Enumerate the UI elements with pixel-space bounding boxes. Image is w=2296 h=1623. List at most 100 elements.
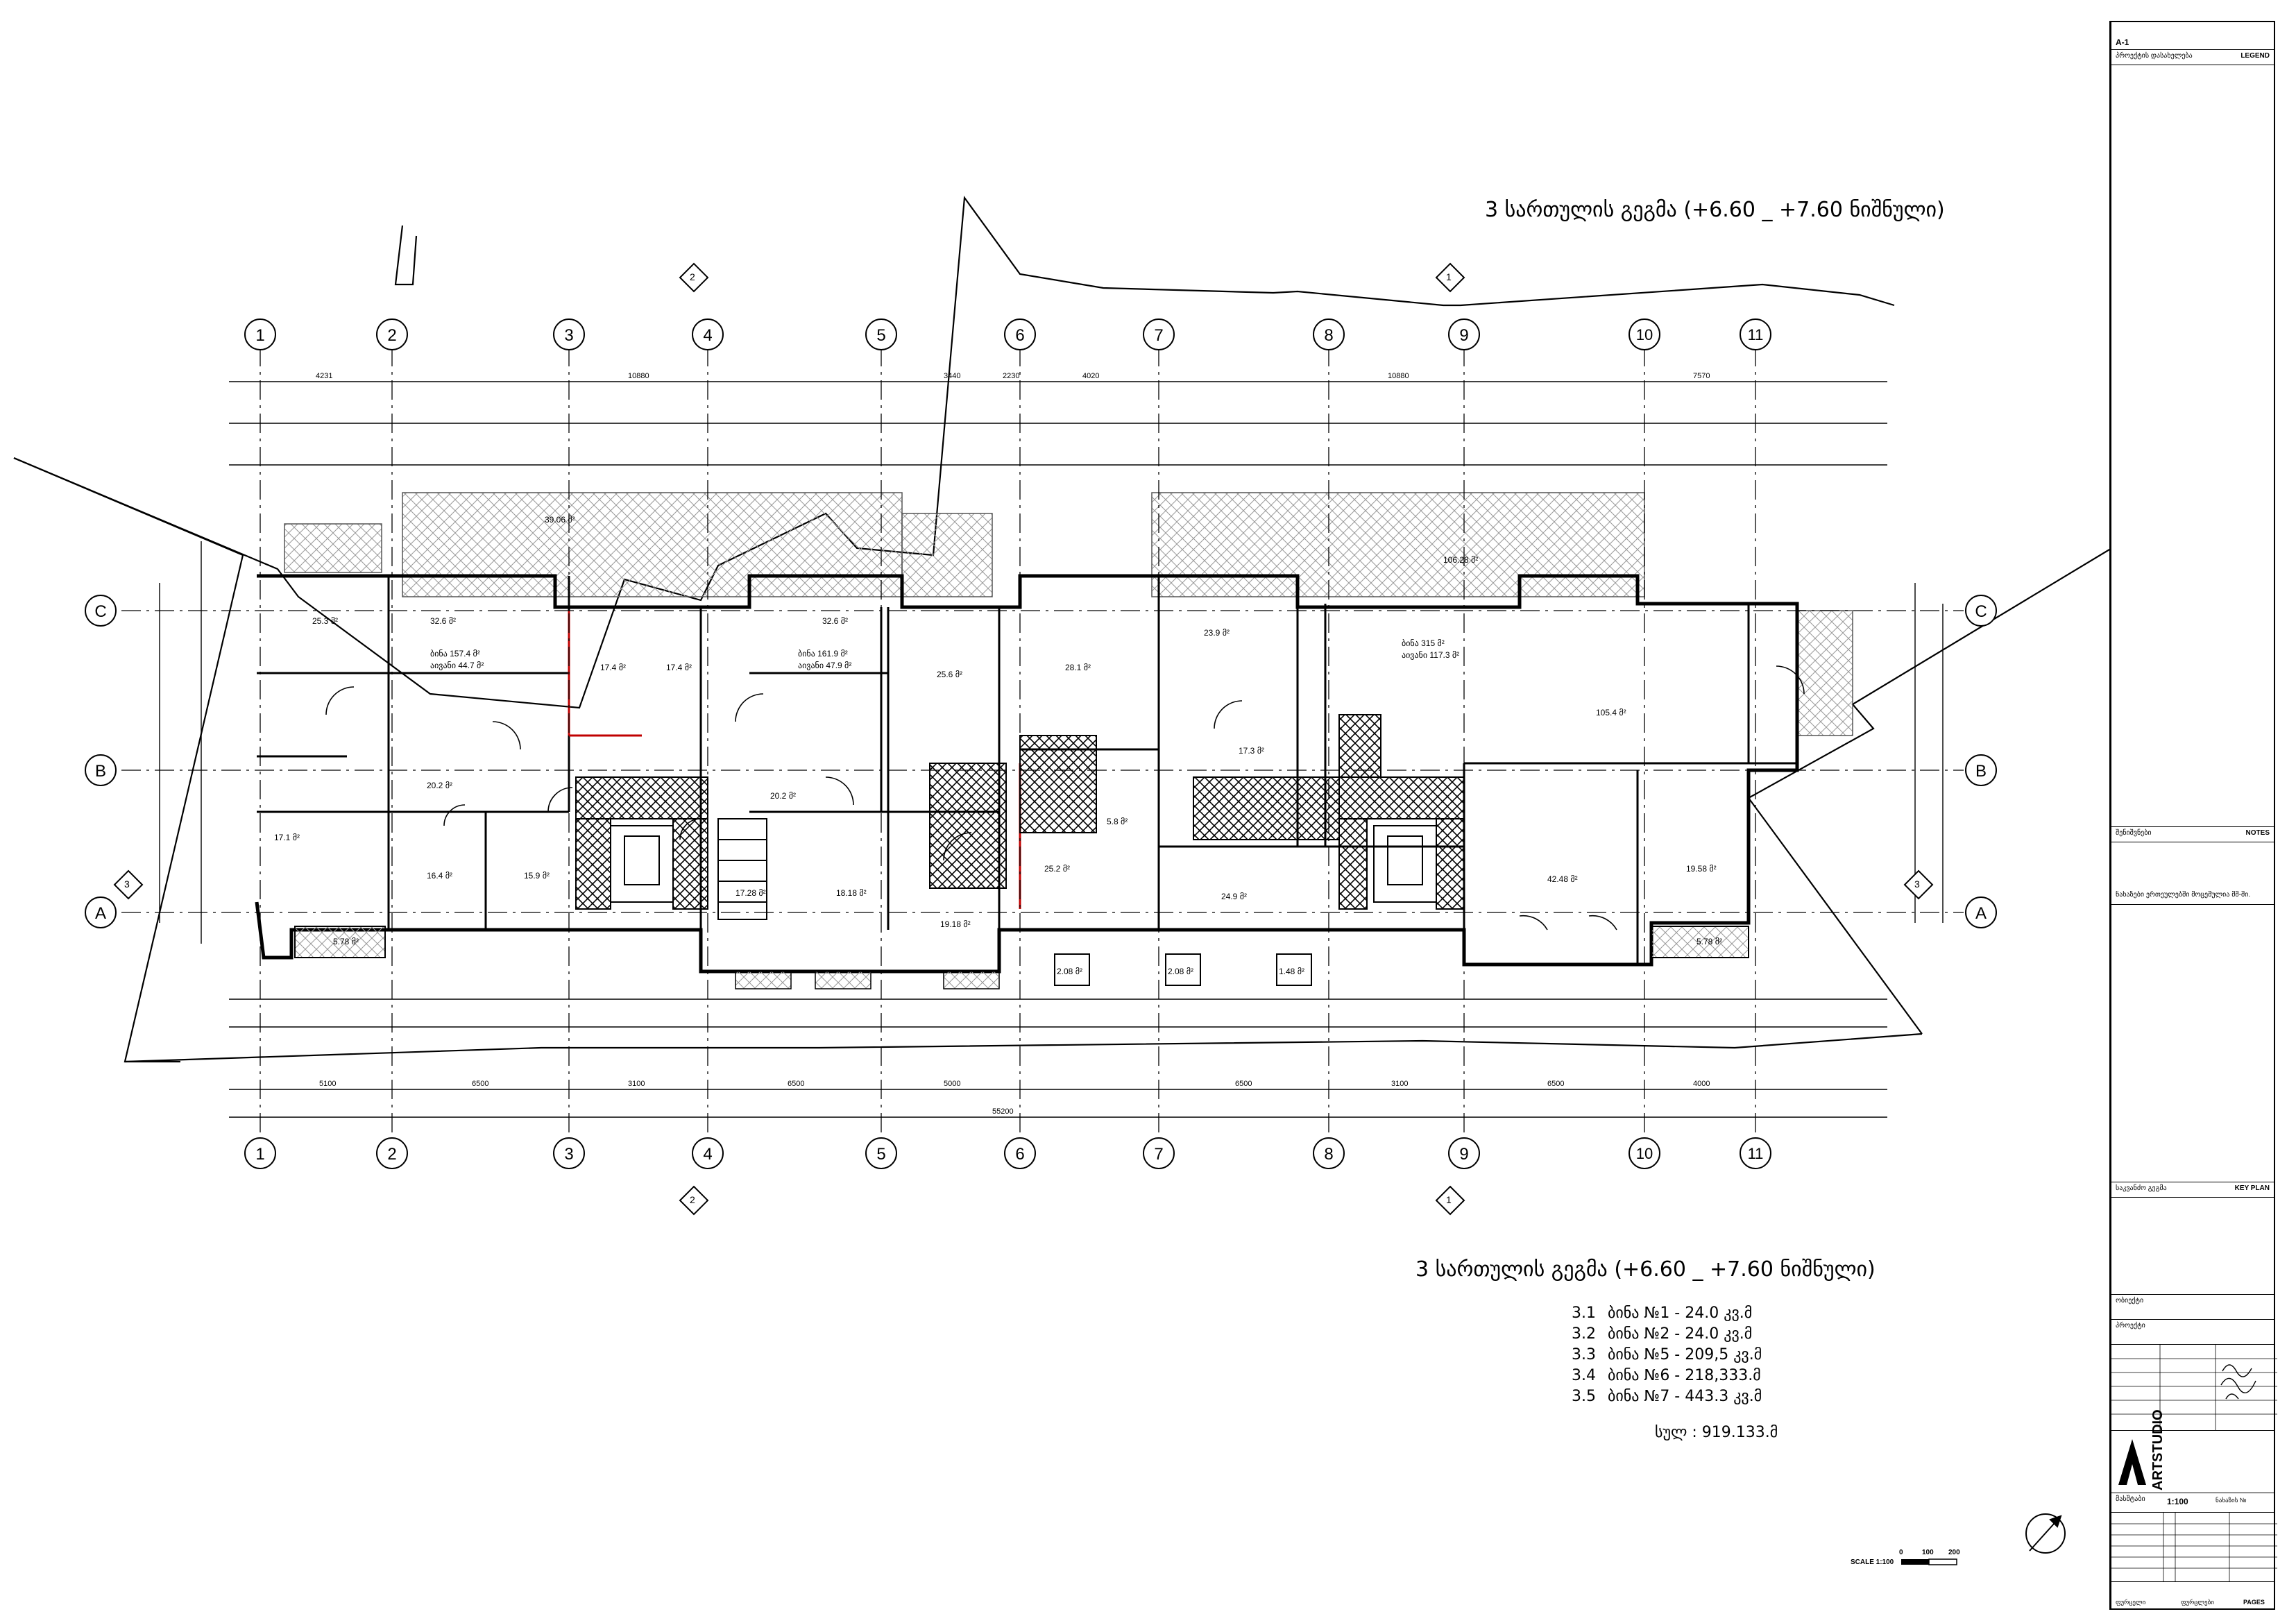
- room-area: 20.2 მ²: [427, 781, 452, 790]
- grid-label: 7: [1154, 326, 1164, 345]
- grid-label: 1: [255, 1145, 265, 1164]
- room-area: 5.78 მ²: [1697, 937, 1722, 946]
- grid-label: 10: [1635, 326, 1653, 343]
- dimension-label: 10880: [628, 372, 649, 380]
- title-block: A-1 პროექტის დასახელება LEGEND შენიშვნებ…: [2109, 21, 2277, 1610]
- tb-sheet-label: ნახაზის №: [2216, 1497, 2247, 1504]
- room-area: 25.3 მ²: [312, 616, 338, 626]
- revision-grid: [2111, 1513, 2277, 1582]
- tb-notes-blank: [2111, 905, 2274, 1182]
- site-boundary-top: [13, 195, 1895, 709]
- tb-bottom-right: PAGES: [2243, 1599, 2265, 1606]
- unit-number: 3.3: [1572, 1346, 1596, 1363]
- unit-number: 3.4: [1572, 1367, 1596, 1384]
- dimension-label: 3100: [1391, 1080, 1409, 1088]
- room-area: 16.4 მ²: [427, 871, 452, 881]
- tb-signatures: [2111, 1345, 2277, 1431]
- grid-label: 7: [1154, 1145, 1164, 1164]
- grid-label: A: [1975, 904, 1987, 923]
- dimension-label: 10880: [1388, 372, 1409, 380]
- tb-notes-area: ნახაზები ერთეულებში მოცემულია მმ-ში.: [2111, 842, 2274, 905]
- dimension-label: 5000: [944, 1080, 961, 1088]
- unit-text: ბინა №2 - 24.0 კვ.მ: [1608, 1325, 1753, 1343]
- dimension-label: 2230: [1003, 372, 1020, 380]
- tb-notes-row: შენიშვნები NOTES: [2111, 827, 2274, 842]
- tb-legend-row: პროექტის დასახელება LEGEND: [2111, 50, 2274, 65]
- grid-label: 10: [1635, 1145, 1653, 1162]
- room-area: 39.06 მ²: [545, 515, 575, 525]
- grid-label: 1: [255, 326, 265, 345]
- room-area: 20.2 მ²: [770, 791, 796, 801]
- grid-bubbles-rows: [85, 595, 1997, 928]
- grid-label: 3: [564, 1145, 574, 1164]
- grid-lines: [121, 347, 1964, 1138]
- balcony-strip: [1796, 610, 1853, 736]
- tb-bottom-row: ფურცელი ფურცლები PAGES: [2111, 1582, 2274, 1610]
- dimension-label: 4020: [1082, 372, 1100, 380]
- room-area: 15.9 მ²: [524, 871, 550, 881]
- dimension-label: 4000: [1693, 1080, 1710, 1088]
- grid-label: B: [94, 762, 106, 781]
- room-area: 28.1 მ²: [1065, 663, 1091, 672]
- room-area: 32.6 მ²: [430, 616, 456, 626]
- grid-label: 6: [1015, 1145, 1025, 1164]
- room-area: 2.08 მ²: [1057, 967, 1082, 976]
- dimension-label: 7570: [1693, 372, 1710, 380]
- room-area: აივანი 44.7 მ²: [430, 661, 484, 670]
- tb-project-label: პროექტი: [2116, 1322, 2145, 1329]
- room-area: 18.18 მ²: [836, 888, 867, 898]
- balcony-strip: [402, 492, 903, 597]
- floor-plan-drawing: [13, 195, 2109, 1565]
- grid-label: 8: [1324, 326, 1334, 345]
- room-area: 19.58 მ²: [1686, 864, 1717, 874]
- tb-legend-right: LEGEND: [2240, 52, 2270, 60]
- artstudio-logo-icon: [2118, 1439, 2146, 1485]
- grid-label: 5: [876, 326, 886, 345]
- tb-legend-area: [2111, 65, 2274, 827]
- scale-mark: 100: [1922, 1549, 1934, 1556]
- dimension-label: 6500: [1547, 1080, 1565, 1088]
- tb-notes-right: NOTES: [2245, 829, 2270, 837]
- tb-scale-value: 1:100: [2167, 1497, 2188, 1506]
- tb-notes-left: შენიშვნები: [2116, 829, 2152, 837]
- room-area: 19.18 მ²: [940, 919, 971, 929]
- room-area: 42.48 მ²: [1547, 874, 1578, 884]
- room-area: 1.48 მ²: [1279, 967, 1304, 976]
- room-area: 25.6 მ²: [937, 670, 962, 679]
- tb-keyplan-left: საკვანძო გეგმა: [2116, 1184, 2167, 1192]
- scale-mark: 0: [1899, 1549, 1903, 1556]
- tb-bottom-mid: ფურცლები: [2181, 1599, 2214, 1606]
- tb-legend-left: პროექტის დასახელება: [2116, 52, 2193, 60]
- total-area: სულ : 919.133.მ: [1655, 1424, 1778, 1441]
- site-boundary-top-left: [394, 225, 418, 286]
- site-boundary-left: [13, 457, 244, 1063]
- grid-label: 4: [703, 326, 713, 345]
- room-area: 17.3 მ²: [1239, 746, 1264, 756]
- grid-label: 5: [876, 1145, 886, 1164]
- small-balconies: [294, 926, 1749, 989]
- room-area: 17.28 მ²: [735, 888, 766, 898]
- scale-mark: 200: [1948, 1549, 1960, 1556]
- unit-text: ბინა №6 - 218,333.მ: [1608, 1367, 1761, 1384]
- section-mark-label: 2: [690, 271, 695, 282]
- grid-label: 6: [1015, 326, 1025, 345]
- grid-label: 8: [1324, 1145, 1334, 1164]
- section-mark-label: 1: [1446, 271, 1452, 282]
- dimension-label: 55200: [992, 1107, 1014, 1116]
- grid-label: 11: [1747, 1145, 1764, 1162]
- tb-keyplan-row: საკვანძო გეგმა KEY PLAN: [2111, 1182, 2274, 1198]
- tb-revisions: [2111, 1513, 2277, 1582]
- grid-label: C: [1975, 602, 1987, 621]
- section-mark-label: 3: [124, 878, 130, 890]
- section-mark-label: 2: [690, 1194, 695, 1205]
- dimension-label: 6500: [788, 1080, 805, 1088]
- grid-label: 9: [1459, 1145, 1469, 1164]
- room-area: ბინა 161.9 მ²: [798, 649, 848, 658]
- balcony-strip: [901, 513, 993, 597]
- grid-label: A: [94, 904, 106, 923]
- tb-notes-line: ნახაზები ერთეულებში მოცემულია მმ-ში.: [2116, 891, 2251, 899]
- section-marks: [113, 262, 1934, 1216]
- room-area: 17.4 მ²: [666, 663, 692, 672]
- balcony-strip: [284, 523, 382, 573]
